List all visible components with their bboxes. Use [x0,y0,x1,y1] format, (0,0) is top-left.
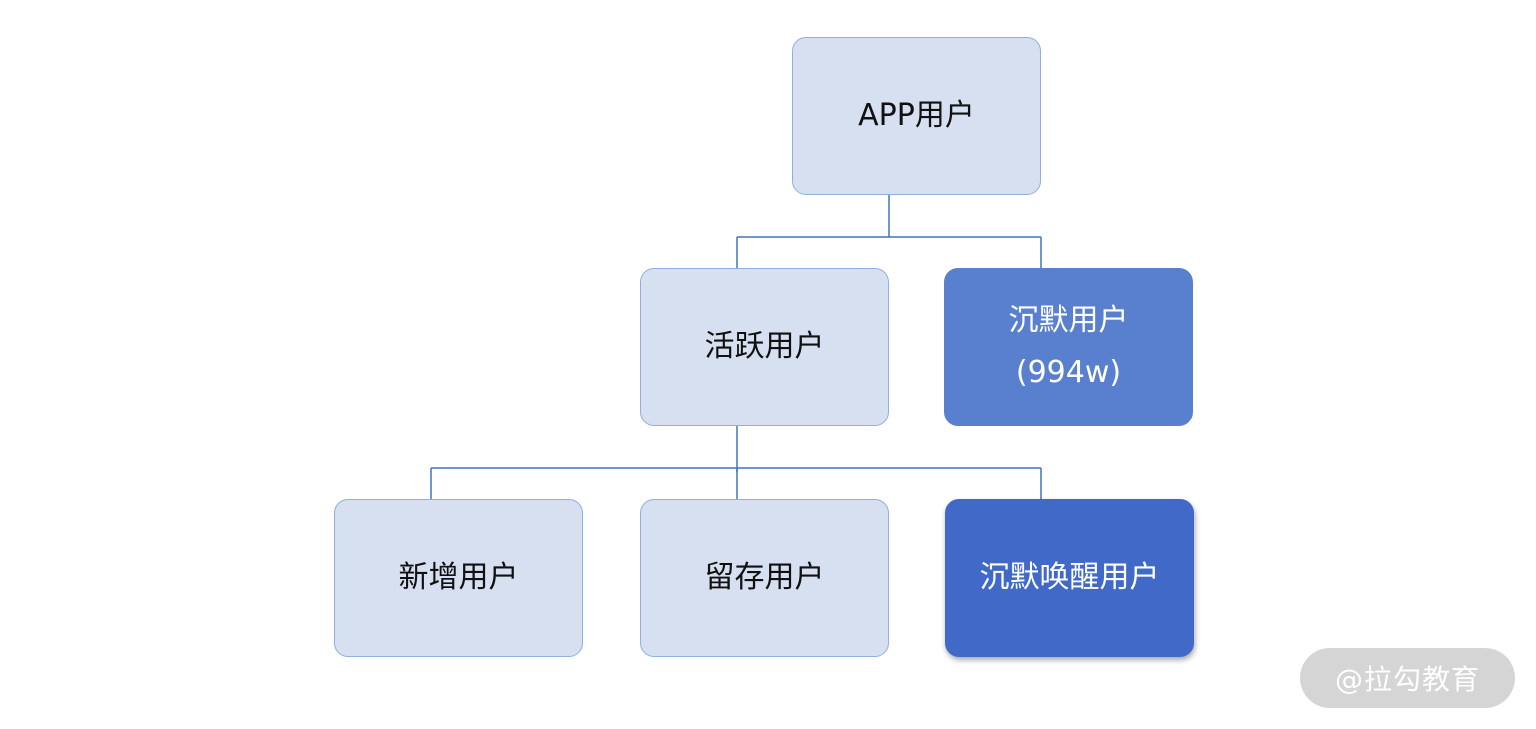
node-app-users: APP用户 [792,37,1041,195]
node-silent-users: 沉默用户 (994w) [944,268,1193,426]
node-active-users-label: 活跃用户 [704,329,825,364]
node-silent-awakened-users: 沉默唤醒用户 [945,499,1194,657]
node-silent-awakened-users-label: 沉默唤醒用户 [979,560,1160,595]
node-new-users-label: 新增用户 [398,560,519,595]
watermark-badge: @拉勾教育 [1300,648,1515,708]
node-silent-users-label: 沉默用户 [1008,303,1129,338]
node-retained-users-label: 留存用户 [704,560,825,595]
node-active-users: 活跃用户 [640,268,889,426]
watermark-text: @拉勾教育 [1334,663,1480,696]
node-new-users: 新增用户 [334,499,583,657]
node-retained-users: 留存用户 [640,499,889,657]
node-app-users-label: APP用户 [858,98,975,133]
node-silent-users-count: (994w) [1015,355,1122,390]
